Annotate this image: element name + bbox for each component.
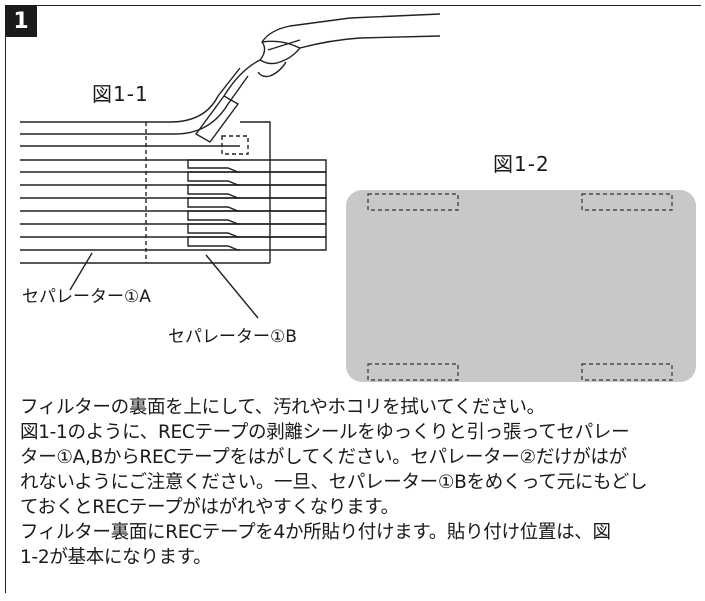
instruction-line: 1-2が基本になります。 bbox=[20, 547, 212, 568]
rec-tape-outline bbox=[221, 135, 249, 155]
instruction-line: れないようにご注意ください。一旦、セパレーター①Bをめくって元にもどし bbox=[20, 472, 648, 493]
tape-position-bottom-left bbox=[367, 363, 459, 381]
instruction-text: フィルターの裏面を上にして、汚れやホコリを拭いてください。 図1-1のように、R… bbox=[20, 395, 692, 570]
leader-line-b bbox=[205, 254, 259, 319]
figure-1-1-label: 図1-1 bbox=[92, 82, 149, 106]
separator-b-frame bbox=[240, 121, 271, 263]
illustration bbox=[20, 13, 696, 382]
rec-tape-tabs bbox=[187, 159, 327, 251]
separator-b-label: セパレーター①B bbox=[168, 327, 297, 347]
peeled-strip-inner bbox=[20, 75, 249, 135]
hand-illustration bbox=[194, 13, 441, 143]
separator-a-strips bbox=[20, 145, 270, 264]
separator-a-label: セパレーター①A bbox=[22, 287, 151, 307]
tape-position-top-left bbox=[367, 193, 459, 211]
tape-position-top-right bbox=[581, 193, 673, 211]
tape-position-bottom-right bbox=[581, 363, 673, 381]
instruction-line: フィルターの裏面を上にして、汚れやホコリを拭いてください。 bbox=[20, 397, 545, 418]
instruction-line: ておくとRECテープがはがれやすくなります。 bbox=[20, 497, 399, 518]
instruction-line: フィルター裏面にRECテープを4か所貼り付けます。貼り付け位置は、図 bbox=[20, 522, 611, 543]
step-number-badge: 1 bbox=[5, 5, 37, 37]
step-frame bbox=[5, 5, 701, 593]
peeled-strip-outer bbox=[20, 67, 241, 123]
instruction-line: 図1-1のように、RECテープの剥離シールをゆっくりと引っ張ってセパレー bbox=[20, 422, 630, 443]
figure-1-2-label: 図1-2 bbox=[493, 152, 550, 176]
filter-panel bbox=[346, 190, 696, 382]
leader-line-a bbox=[69, 252, 93, 291]
instruction-line: ター①A,BからRECテープをはがしてください。セパレーター②だけがはが bbox=[20, 447, 627, 468]
